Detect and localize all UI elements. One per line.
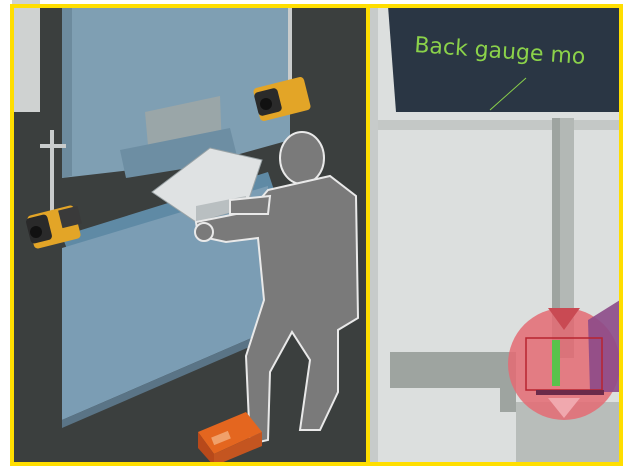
detail-vertical-beam-highlight	[560, 118, 574, 318]
workshop-scene	[0, 0, 368, 466]
sensor-baseline	[536, 390, 604, 395]
detail-panel: Back gauge mo	[368, 6, 620, 464]
detail-lower-beam	[390, 352, 510, 388]
sensor-bar	[552, 340, 560, 386]
upper-beam-edge	[62, 6, 72, 178]
detail-top-rail	[378, 120, 620, 130]
